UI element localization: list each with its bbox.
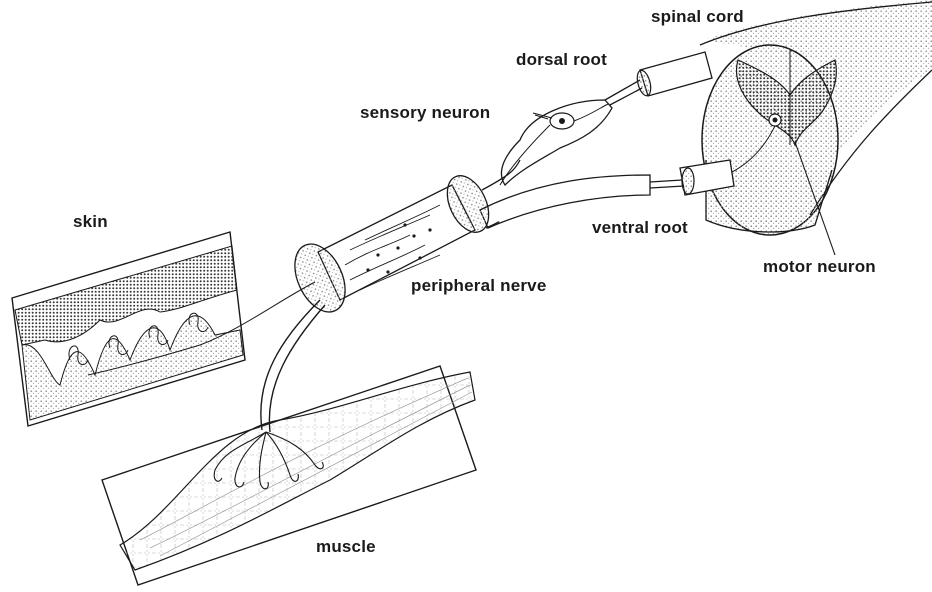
label-sensory-neuron: sensory neuron [360,103,490,123]
label-skin: skin [73,212,108,232]
label-ventral-root: ventral root [592,218,688,238]
label-peripheral-nerve: peripheral nerve [411,276,546,296]
sensory-neuron-ganglion [500,100,612,185]
label-dorsal-root: dorsal root [516,50,607,70]
dorsal-root [605,52,712,106]
skin-inset [12,232,315,426]
label-motor-neuron: motor neuron [763,257,876,277]
label-muscle: muscle [316,537,376,557]
label-spinal-cord: spinal cord [651,7,744,27]
